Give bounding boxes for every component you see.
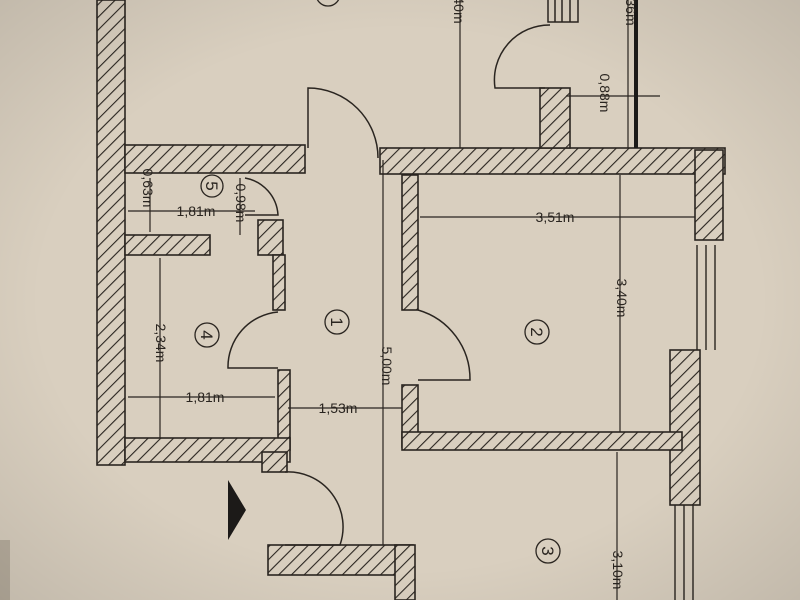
wall-upper-right (379, 147, 726, 175)
dim-3-40: 3,40m (614, 279, 630, 318)
dim-1-81-upper: 1,81m (177, 203, 216, 219)
page-edge-shadow (0, 540, 10, 600)
wall-entrance-right (394, 544, 416, 600)
room3-label: 3 (538, 546, 557, 555)
room5-label: 5 (202, 181, 221, 190)
wall-left-exterior (96, 0, 126, 466)
wall-room5-right (257, 219, 284, 256)
wall-room2-left (401, 174, 419, 311)
wall-room4-right (272, 254, 286, 311)
wall-right-lower (669, 349, 701, 506)
wall-room2-bottom (401, 431, 683, 451)
wall-room5-bottom (124, 234, 211, 256)
dim-0-63: 0,63m (140, 169, 156, 208)
room1-label: 1 (327, 317, 346, 326)
dim-2-34: 2,34m (153, 324, 169, 363)
room4-label: 4 (197, 330, 216, 339)
wall-right-exterior (694, 149, 724, 241)
dim-top-partial: 40m (451, 0, 467, 24)
dim-1-81-lower: 1,81m (186, 389, 225, 405)
dim-3-10: 3,10m (610, 551, 626, 590)
dim-3-51: 3,51m (536, 209, 575, 225)
wall-entrance-stub (261, 451, 288, 473)
room2-label: 2 (527, 327, 546, 336)
dim-1-53: 1,53m (319, 400, 358, 416)
wall-entrance-lower (267, 544, 414, 576)
dim-top-right-partial: 36m (623, 0, 639, 26)
dim-0-98: 0,98m (233, 184, 249, 223)
dim-5-00: 5,00m (379, 347, 395, 386)
wall-notch (539, 87, 571, 149)
dim-0-88: 0,88m (597, 74, 613, 113)
